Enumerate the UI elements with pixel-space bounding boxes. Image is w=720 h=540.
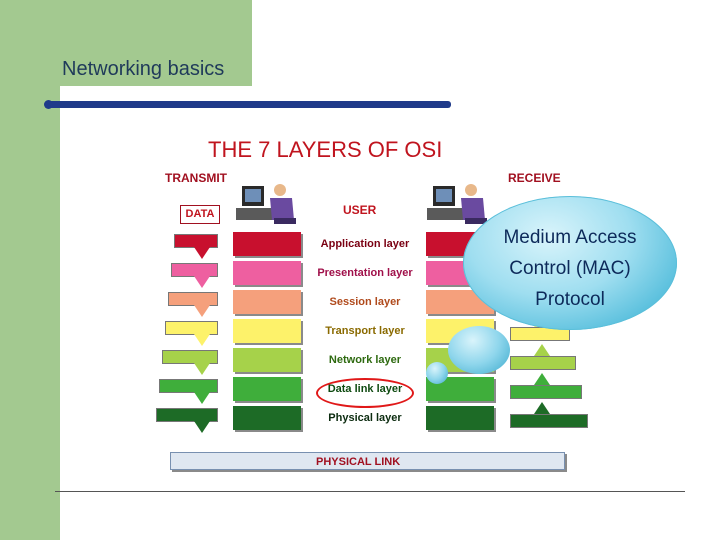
callout-line: Protocol [535,289,605,310]
callout-bubble-small [426,362,448,384]
title-underline [48,101,451,108]
layer-label: Physical layer [328,412,402,424]
layer-label: Application layer [320,238,410,250]
data-link-highlight [316,378,414,408]
down-arrow-icon [156,408,218,438]
layer-bar-transmit [233,261,301,285]
layer-bar-transmit [233,348,301,372]
up-arrow-icon [510,369,582,399]
layer-bar-transmit [233,406,301,430]
callout-bubble-medium [448,326,510,374]
computer-user-icon [236,184,296,224]
layer-label: Session layer [329,296,401,308]
down-arrow-icon [165,321,218,351]
up-arrow-icon [510,398,588,428]
sidebar-band [0,0,60,540]
layer-label: Presentation layer [317,267,413,279]
footer-rule [55,491,685,492]
diagram-title: THE 7 LAYERS OF OSI [208,137,443,162]
layer-label: Network layer [328,354,402,366]
title-underline-dot [44,100,53,109]
down-arrow-icon [159,379,218,409]
layer-bar-transmit [233,377,301,401]
layer-label: Transport layer [325,325,405,337]
callout-line: Medium Access [503,227,637,248]
header-band [0,0,252,86]
down-arrow-icon [162,350,218,380]
up-arrow-icon [510,340,576,370]
layer-bar-receive [426,406,494,430]
receive-label: RECEIVE [508,171,561,185]
down-arrow-icon [171,263,218,293]
layer-bar-transmit [233,232,301,256]
down-arrow-icon [174,234,218,264]
slide-title: Networking basics [62,58,225,80]
computer-user-icon [427,184,487,224]
physical-link-label: PHYSICAL LINK [316,456,401,468]
layer-bar-transmit [233,319,301,343]
transmit-label: TRANSMIT [165,171,227,185]
down-arrow-icon [168,292,218,322]
layer-bar-transmit [233,290,301,314]
data-tag: DATA [180,205,220,224]
callout-line: Control (MAC) [509,258,631,279]
mac-callout-text: Medium Access Control (MAC) Protocol [463,222,677,315]
user-label: USER [343,203,377,217]
mac-callout-bubble [463,196,677,330]
physical-link-bar [170,452,565,470]
